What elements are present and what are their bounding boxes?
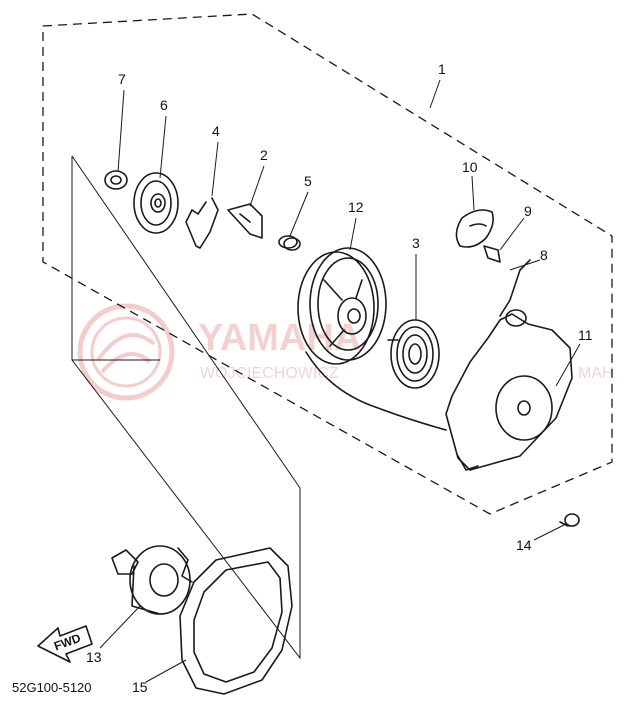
callout-10: 10 — [462, 159, 478, 175]
callout-labels: 7 6 4 2 5 12 3 1 10 9 8 11 14 13 15 — [86, 61, 593, 695]
callout-6: 6 — [160, 97, 168, 113]
callout-12: 12 — [348, 199, 364, 215]
fwd-direction-arrow: FWD — [37, 625, 93, 663]
part-code-label: 52G100-5120 — [12, 680, 92, 695]
watermark-subtitle: WOJCIECHOWICZ — [200, 365, 339, 382]
callout-13: 13 — [86, 649, 102, 665]
callout-5: 5 — [304, 173, 312, 189]
watermark: YAMAHA WOJCIECHOWICZ MAH — [77, 303, 614, 401]
callout-9: 9 — [524, 203, 532, 219]
part-13-drive-pulley — [111, 545, 193, 615]
watermark-title: YAMAHA — [198, 317, 361, 359]
callout-1: 1 — [438, 61, 446, 77]
callout-4: 4 — [212, 123, 220, 139]
watermark-logo-mark — [96, 333, 156, 374]
watermark-logo-ring — [77, 303, 175, 401]
callout-3: 3 — [412, 235, 420, 251]
part-2-pawl — [227, 203, 263, 239]
callout-8: 8 — [540, 247, 548, 263]
watermark-subtitle-right: MAH — [578, 365, 614, 382]
part-4-spring — [185, 197, 219, 249]
part-10-handle — [455, 209, 494, 248]
lower-assembly-boundary — [71, 155, 301, 660]
watermark-logo-inner — [90, 316, 162, 388]
callout-11: 11 — [578, 327, 593, 343]
callout-14: 14 — [516, 537, 532, 553]
part-15-gasket — [179, 547, 293, 695]
part-11-starter-case — [445, 309, 573, 471]
callout-7: 7 — [118, 71, 126, 87]
part-12-pulley — [297, 247, 387, 365]
part-7-nut — [104, 170, 128, 190]
part-5-small-spring — [278, 235, 301, 251]
part-6-plate — [133, 172, 179, 234]
assembly-boundary-dashed — [42, 13, 613, 515]
part-3-recoil-spring — [387, 319, 440, 389]
callout-2: 2 — [260, 147, 268, 163]
leader-lines — [99, 79, 581, 683]
part-9-handle-stem — [483, 245, 501, 263]
part-14-bolt — [559, 513, 580, 527]
callout-15: 15 — [132, 679, 148, 695]
